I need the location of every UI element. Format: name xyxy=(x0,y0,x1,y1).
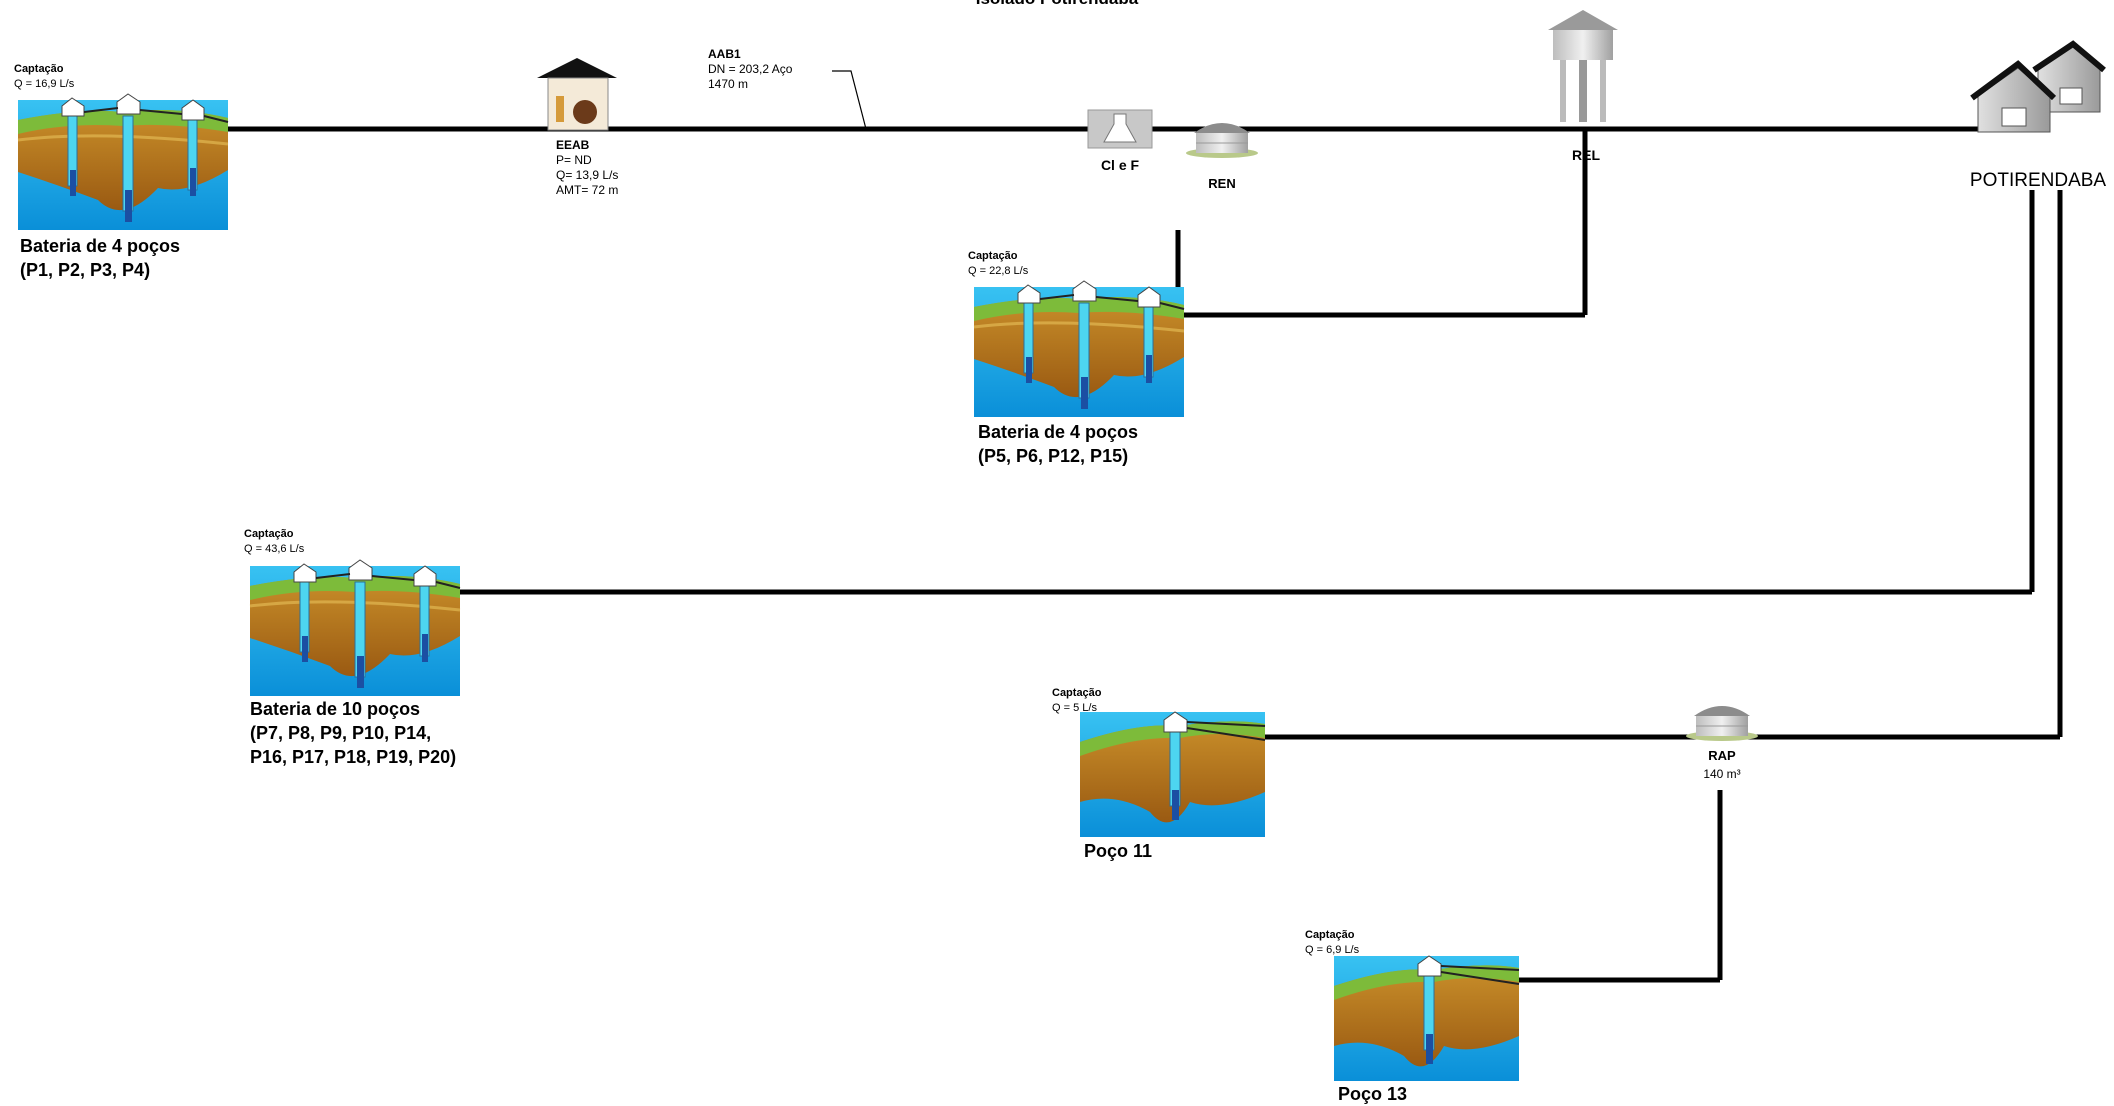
ren-label: REN xyxy=(1208,176,1235,191)
rap-label: RAP xyxy=(1708,748,1736,763)
capture-2-wells: (P5, P6, P12, P15) xyxy=(978,446,1128,466)
capture-3-flow: Q = 43,6 L/s xyxy=(244,543,305,555)
reservoir-ren: REN xyxy=(1185,122,1259,191)
capture-4-flow: Q = 5 L/s xyxy=(1052,702,1097,714)
capture-1-caption: Captação xyxy=(14,63,64,75)
capture-1-wells: (P1, P2, P3, P4) xyxy=(20,260,150,280)
aab1-name: AAB1 xyxy=(708,47,741,61)
well-battery-1: Captação Q = 16,9 L/s Bateria de 4 poços… xyxy=(14,63,230,280)
capture-5-caption: Captação xyxy=(1305,929,1355,941)
elevated-reservoir-rel: REL xyxy=(1548,10,1618,163)
capture-3-caption: Captação xyxy=(244,528,294,540)
treatment-unit: Cl e F xyxy=(1087,109,1153,173)
eeab-station: EEAB P= ND Q= 13,9 L/s AMT= 72 m xyxy=(537,58,618,197)
well-battery-3: Captação Q = 43,6 L/s Bateria de 10 poço… xyxy=(244,528,462,767)
capture-4-caption: Captação xyxy=(1052,687,1102,699)
eeab-name: EEAB xyxy=(556,138,590,152)
well-battery-2: Captação Q = 22,8 L/s Bateria de 4 poços… xyxy=(968,250,1186,466)
well-battery-1-illustration xyxy=(16,92,230,232)
capture-3-wells-line2: P16, P17, P18, P19, P20) xyxy=(250,747,456,767)
capture-3-name: Bateria de 10 poços xyxy=(250,699,420,719)
capture-3-wells-line1: (P7, P8, P9, P10, P14, xyxy=(250,723,431,743)
aab1-dn: DN = 203,2 Aço xyxy=(708,62,793,76)
capture-4-name: Poço 11 xyxy=(1084,841,1152,861)
well-11-illustration xyxy=(1079,711,1266,838)
capture-1-flow: Q = 16,9 L/s xyxy=(14,78,75,90)
eeab-amt: AMT= 72 m xyxy=(556,183,618,197)
tank-icon xyxy=(1685,705,1759,742)
diagram-title: Isolado Potirendaba xyxy=(976,0,1139,8)
well-11: Captação Q = 5 L/s Poço 11 xyxy=(1052,687,1266,861)
aab1-pipeline: AAB1 DN = 203,2 Aço 1470 m xyxy=(708,47,793,91)
city-potirendaba: POTIRENDABA xyxy=(1970,40,2107,191)
aab1-length: 1470 m xyxy=(708,77,748,91)
capture-5-name: Poço 13 xyxy=(1338,1084,1407,1104)
reservoir-rap: RAP 140 m³ xyxy=(1685,705,1759,781)
houses-icon xyxy=(1970,40,2106,133)
treatment-label: Cl e F xyxy=(1101,157,1140,173)
eeab-q: Q= 13,9 L/s xyxy=(556,168,618,182)
pump-house-icon xyxy=(537,58,617,131)
well-battery-2-illustration xyxy=(972,279,1186,419)
capture-5-flow: Q = 6,9 L/s xyxy=(1305,944,1360,956)
capture-1-name: Bateria de 4 poços xyxy=(20,236,180,256)
capture-2-caption: Captação xyxy=(968,250,1018,262)
water-tower-icon xyxy=(1548,10,1618,122)
rap-volume: 140 m³ xyxy=(1703,767,1740,781)
aab1-leader xyxy=(832,70,867,130)
city-label: POTIRENDABA xyxy=(1970,170,2107,191)
eeab-p: P= ND xyxy=(556,153,592,167)
capture-2-flow: Q = 22,8 L/s xyxy=(968,265,1029,277)
capture-2-name: Bateria de 4 poços xyxy=(978,422,1138,442)
well-13: Captação Q = 6,9 L/s Poço 13 xyxy=(1305,929,1520,1104)
well-13-illustration xyxy=(1333,955,1520,1082)
well-battery-3-illustration xyxy=(248,558,462,698)
rel-label: REL xyxy=(1572,147,1600,163)
